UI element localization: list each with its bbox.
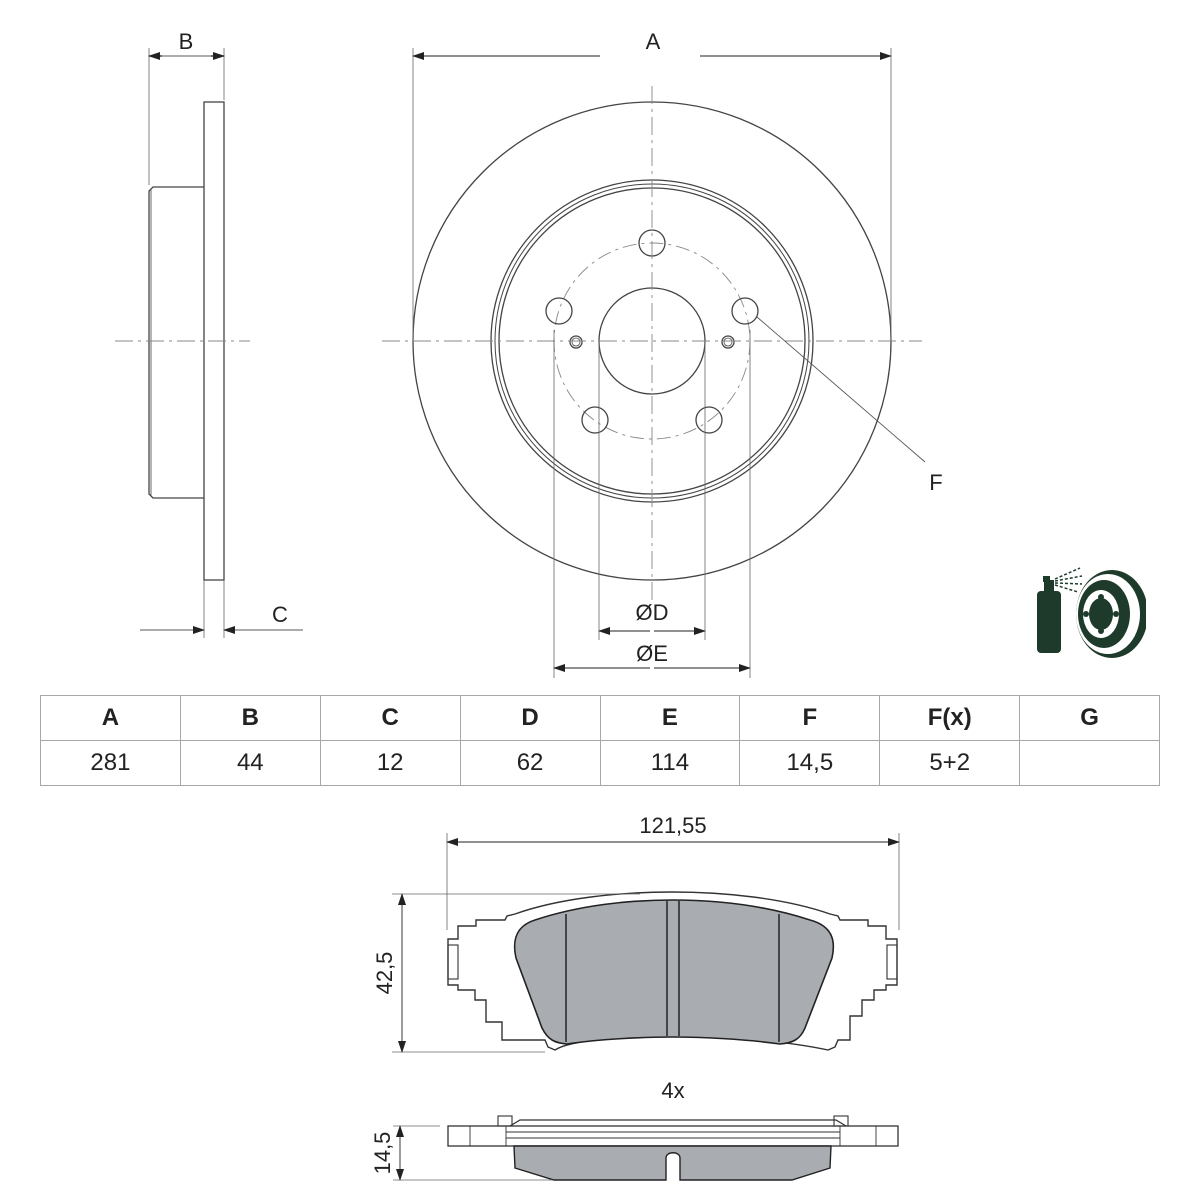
header-g: G: [1019, 695, 1160, 741]
brake-pad-side-view: [393, 1115, 899, 1181]
value-g: [1019, 740, 1160, 786]
value-d: 62: [459, 740, 601, 786]
header-f: F: [739, 695, 881, 741]
value-a: 281: [40, 740, 181, 786]
brake-pad-front-view: [392, 833, 900, 1053]
header-c: C: [319, 695, 461, 741]
value-fx: 5+2: [879, 740, 1021, 786]
value-c: 12: [319, 740, 461, 786]
dimension-label-d: ØD: [636, 600, 669, 625]
spray-coated-disc-icon: [1037, 566, 1156, 662]
value-e: 114: [599, 740, 741, 786]
spec-table: A B C D E F F(x) G 281 44 12 62 114 14,5…: [40, 695, 1160, 786]
dimension-label-f: F: [929, 470, 942, 495]
spec-table-header-row: A B C D E F F(x) G: [40, 695, 1160, 741]
spec-table-value-row: 281 44 12 62 114 14,5 5+2: [40, 740, 1160, 786]
pad-quantity-label: 4x: [661, 1078, 684, 1103]
dimension-label-a: A: [646, 29, 661, 54]
pad-height-label: 42,5: [372, 952, 397, 995]
dimension-label-c: C: [272, 602, 288, 627]
disc-front-view: [382, 48, 926, 678]
value-b: 44: [179, 740, 321, 786]
header-fx: F(x): [879, 695, 1021, 741]
header-d: D: [459, 695, 601, 741]
disc-side-view: [115, 48, 303, 638]
header-e: E: [599, 695, 741, 741]
pad-thickness-label: 14,5: [370, 1132, 395, 1175]
dimension-label-e: ØE: [636, 641, 668, 666]
dimension-label-b: B: [179, 29, 194, 54]
pad-width-label: 121,55: [639, 813, 706, 838]
header-a: A: [40, 695, 181, 741]
header-b: B: [179, 695, 321, 741]
value-f: 14,5: [739, 740, 881, 786]
